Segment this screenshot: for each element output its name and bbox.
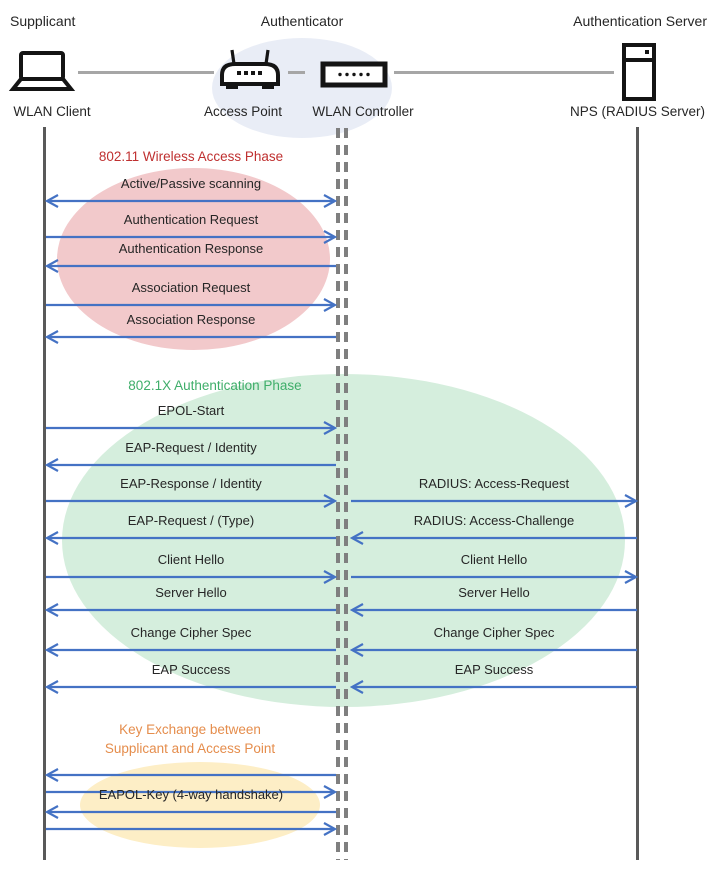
connector-ap-to-controller <box>288 71 305 74</box>
phase-title-8021x-authentication: 802.1X Authentication Phase <box>128 378 302 393</box>
connector-controller-to-server <box>394 71 614 74</box>
device-label-wlan-client: WLAN Client <box>13 104 91 119</box>
device-label-nps-radius-server: NPS (RADIUS Server) <box>569 104 706 119</box>
lifeline-authenticator-dashed-right <box>344 128 348 860</box>
phase-ellipse-8021x-authentication <box>62 374 625 707</box>
device-label-access-point: Access Point <box>203 104 283 119</box>
lifeline-radius-server <box>636 127 639 860</box>
phase-ellipse-key-exchange <box>80 762 320 848</box>
authenticator-group-ellipse <box>212 38 392 138</box>
role-label-supplicant: Supplicant <box>10 13 76 29</box>
network-controller-icon <box>320 61 388 88</box>
role-label-authentication-server: Authentication Server <box>573 13 707 29</box>
lifeline-authenticator-dashed-left <box>336 128 340 860</box>
phase-title-key-exchange: Key Exchange between Supplicant and Acce… <box>104 722 276 756</box>
device-label-wlan-controller: WLAN Controller <box>312 104 414 119</box>
phase-title-80211-wireless-access: 802.11 Wireless Access Phase <box>98 149 284 164</box>
laptop-icon <box>8 51 76 91</box>
role-label-authenticator: Authenticator <box>260 13 344 29</box>
phase-ellipse-80211-wireless-access <box>57 168 330 350</box>
server-icon <box>622 43 656 101</box>
wireless-router-icon <box>220 49 280 89</box>
connector-client-to-ap <box>78 71 214 74</box>
lifeline-wlan-client <box>43 127 46 860</box>
